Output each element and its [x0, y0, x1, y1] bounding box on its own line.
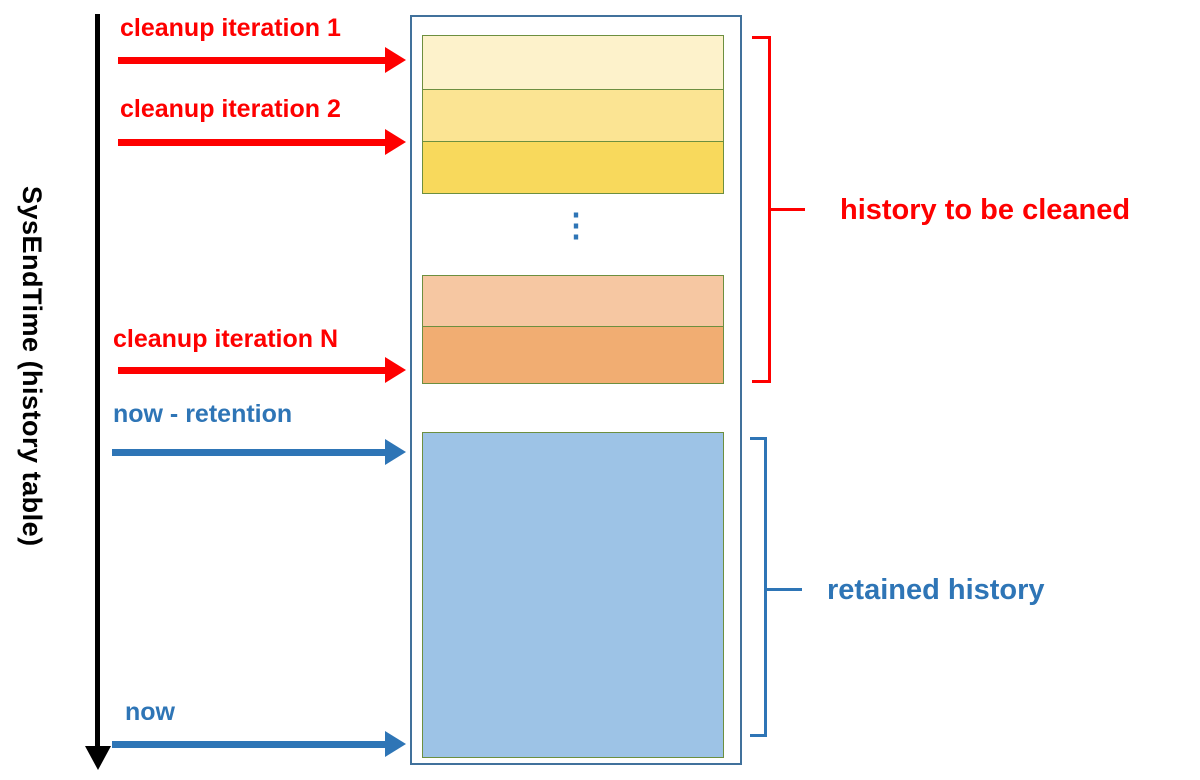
now-arrow-icon — [112, 731, 406, 757]
cleanup-iteration-n-label: cleanup iteration N — [113, 325, 339, 353]
retained-history-bracket — [750, 437, 767, 737]
cleanup-iteration-1-arrow-icon — [118, 47, 406, 73]
history-to-clean-label: history to be cleaned — [840, 194, 1131, 226]
now-minus-retention-label: now - retention — [113, 400, 293, 428]
cleanup-iteration-n-arrow-icon — [118, 357, 406, 383]
history-table-box: ⋮ — [410, 15, 742, 765]
cleanup-iteration-1-label: cleanup iteration 1 — [120, 14, 341, 42]
history-to-clean-bracket-tick — [770, 208, 805, 211]
time-axis-label: SysEndTime (history table) — [17, 186, 47, 547]
retained-history-block — [422, 432, 724, 758]
time-axis-arrowhead-icon — [85, 746, 111, 770]
retained-history-label: retained history — [827, 574, 1045, 606]
history-to-clean-bracket — [752, 36, 771, 383]
now-minus-retention-arrow-icon — [112, 439, 406, 465]
history-band-yellow-3 — [422, 141, 724, 194]
now-label: now — [125, 698, 175, 726]
history-band-yellow-1 — [422, 35, 724, 90]
history-band-orange-2 — [422, 326, 724, 384]
cleanup-iteration-2-label: cleanup iteration 2 — [120, 95, 341, 123]
more-rows-ellipsis: ⋮ — [560, 207, 592, 243]
history-band-yellow-2 — [422, 89, 724, 142]
time-axis-line — [95, 14, 100, 748]
history-band-orange-1 — [422, 275, 724, 327]
cleanup-iteration-2-arrow-icon — [118, 129, 406, 155]
retained-history-bracket-tick — [766, 588, 802, 591]
